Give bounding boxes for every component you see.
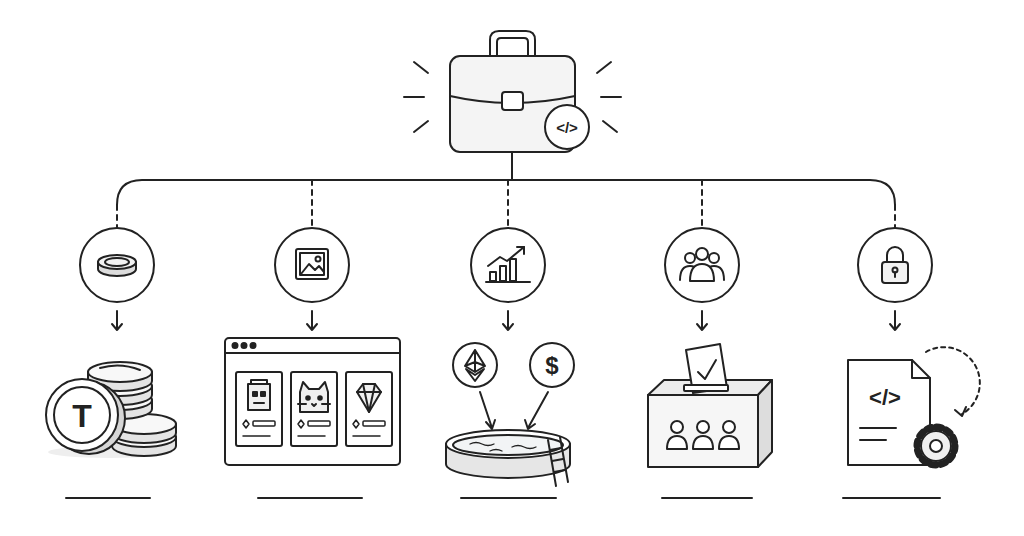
liquidity-pool: [446, 343, 574, 486]
code-badge-text: </>: [556, 120, 578, 135]
code-symbol: </>: [869, 387, 901, 409]
people-icon: [680, 248, 724, 281]
coin-symbol: $: [545, 354, 558, 378]
lock-icon: [882, 247, 908, 283]
chart-icon: [486, 247, 530, 282]
down-arrows: [112, 311, 900, 330]
briefcase-icon: [450, 31, 589, 152]
image-icon: [296, 249, 328, 279]
smart-contract: [848, 347, 980, 465]
placeholder-lines: [66, 497, 940, 499]
coin-icon: [98, 255, 136, 276]
icon-circles: [80, 228, 932, 302]
coin-stack: [46, 362, 176, 458]
tree-connector: [117, 152, 895, 228]
ballot-box: [648, 344, 772, 467]
coin-symbol: T: [72, 400, 92, 432]
sparkle-lines: [404, 62, 621, 132]
nft-browser: [225, 338, 400, 465]
